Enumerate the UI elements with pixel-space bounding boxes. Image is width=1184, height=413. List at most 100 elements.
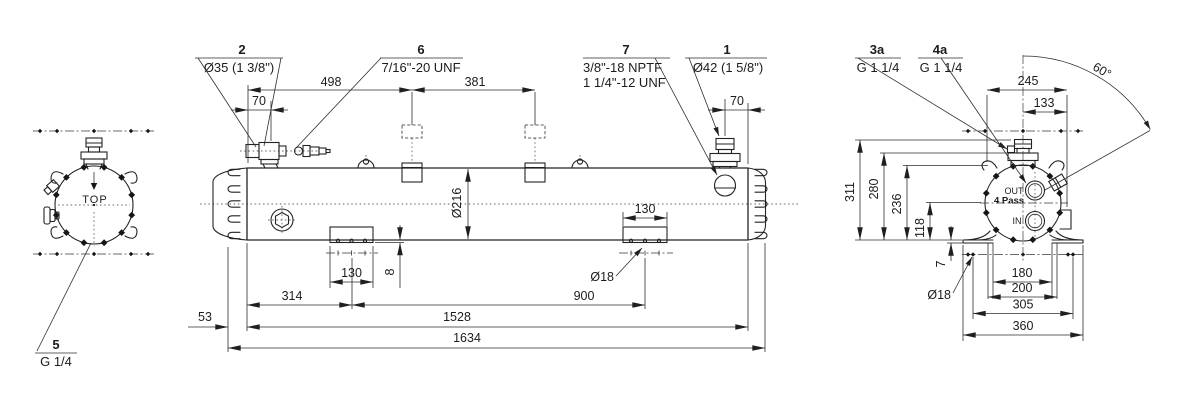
- left-end-view: TOP 5 G 1/4: [33, 128, 155, 369]
- ear-top-right: [124, 171, 138, 184]
- angle-radial-line: [1044, 130, 1151, 191]
- in-port: [1024, 210, 1046, 232]
- in-label: IN: [1013, 216, 1022, 226]
- foot-plate-right: [1051, 239, 1084, 244]
- bottom-ext-right-view: [962, 243, 1084, 341]
- side-plug-left: [43, 206, 60, 225]
- callout2-number: 2: [238, 42, 245, 57]
- dim-216: Ø216: [450, 188, 464, 219]
- dim-130-right: 130: [635, 202, 656, 216]
- dim-381: 381: [465, 75, 486, 89]
- callout-7: 7 3/8"-18 NPTF 1 1/4"-12 UNF: [583, 42, 718, 176]
- top-boss-1: [401, 124, 423, 183]
- callout5-leader: [36, 242, 92, 352]
- callout4a-label: G 1 1/4: [920, 60, 963, 75]
- dim-900: 900: [574, 289, 595, 303]
- callout-4a: 4a G 1 1/4: [918, 42, 1027, 184]
- end-cap-flange-circle: [54, 165, 134, 245]
- dim-314: 314: [282, 289, 303, 303]
- dia18-leader-right: [952, 256, 973, 294]
- angled-plug: [43, 178, 61, 196]
- top-orientation-label: TOP: [82, 194, 107, 206]
- callout7-number: 7: [622, 42, 629, 57]
- shell-hex-plug: [268, 206, 296, 234]
- dim-70-left: 70: [252, 94, 266, 108]
- dim-360: 360: [1013, 319, 1034, 333]
- right-end-view: OUT 4 Pass IN 311 280 236 118 7 245 133 …: [843, 42, 1151, 341]
- lifting-lug-1: [357, 155, 375, 169]
- callout1-number: 1: [723, 42, 730, 57]
- left-end-cap: [212, 167, 248, 241]
- dim-130-left: 130: [341, 266, 362, 280]
- callout-2: 2 Ø35 (1 3/8"): [195, 42, 283, 148]
- bracket-leg-left: [962, 230, 997, 241]
- callout6-number: 6: [417, 42, 424, 57]
- dim-18-right: Ø18: [927, 288, 951, 302]
- foot-1: [326, 226, 378, 256]
- out-label: OUT: [1005, 186, 1025, 196]
- dim-1634: 1634: [453, 331, 481, 345]
- center-mark: [92, 203, 96, 207]
- suction-fitting: [709, 137, 741, 169]
- callout5-label: G 1/4: [40, 354, 72, 369]
- angle-arc-60: [1022, 55, 1151, 130]
- right-end-cap: [747, 167, 767, 241]
- dim-53: 53: [198, 310, 212, 324]
- dim-70-right: 70: [730, 94, 744, 108]
- callout-1: 1 Ø42 (1 5/8"): [685, 42, 767, 137]
- dim-311: 311: [843, 182, 857, 202]
- left-view-top-valve: [80, 137, 108, 170]
- callout4a-number: 4a: [933, 42, 948, 57]
- callout-3a: 3a G 1 1/4: [855, 42, 1008, 150]
- dim-280: 280: [867, 179, 881, 200]
- ear-top-left-right-view: [981, 160, 998, 171]
- callout1-label: Ø42 (1 5/8"): [693, 60, 763, 75]
- callout5-number: 5: [52, 337, 59, 352]
- rail-marks-top: [37, 128, 151, 134]
- dim-18-side: Ø18: [590, 270, 614, 284]
- right-cap-bolts: [754, 168, 768, 240]
- callout7-label-line2: 1 1/4"-12 UNF: [583, 75, 666, 90]
- ear-bottom-right: [124, 226, 138, 239]
- dim-245: 245: [1018, 74, 1039, 88]
- left-cap-bolts: [227, 168, 241, 240]
- bottom-extension-lines: [227, 243, 766, 352]
- side-tab-right: [1059, 209, 1072, 230]
- callout3a-number: 3a: [870, 42, 885, 57]
- ear-top-right-right-view: [1048, 160, 1065, 171]
- callout6-label: 7/16"-20 UNF: [381, 60, 460, 75]
- dim-180: 180: [1012, 266, 1033, 280]
- dia18-leader-side: [615, 247, 643, 277]
- callout-6: 6 7/16"-20 UNF: [295, 42, 463, 149]
- foot-2: [619, 226, 673, 256]
- dim-7: 7: [934, 260, 948, 267]
- shell-outline: [246, 167, 749, 241]
- dim-200: 200: [1012, 281, 1033, 295]
- callout3a-label: G 1 1/4: [857, 60, 900, 75]
- top-indicator-arrow: [90, 183, 98, 190]
- right-ext-horizontal: [855, 139, 1011, 241]
- rail-marks-bottom: [37, 251, 151, 257]
- dim-8: 8: [383, 268, 397, 275]
- dim-133: 133: [1034, 96, 1055, 110]
- pass-label: 4 Pass: [994, 196, 1024, 207]
- dim-498: 498: [321, 75, 342, 89]
- bracket-leg-right: [1049, 230, 1084, 241]
- callout2-label: Ø35 (1 3/8"): [204, 60, 274, 75]
- dim-8-ext: [375, 239, 404, 243]
- top-extension-lines: [247, 85, 749, 164]
- top-boss-2: [524, 124, 546, 183]
- foot-plate-left: [962, 239, 994, 244]
- end-plug: [713, 174, 737, 197]
- dim-60deg: 60°: [1090, 60, 1113, 82]
- ear-bottom-left: [50, 226, 64, 239]
- dim-305: 305: [1013, 298, 1034, 312]
- lifting-lug-2: [571, 155, 589, 169]
- ear-top-left: [50, 171, 64, 184]
- side-view: 498 381 70 70 Ø216 130 8 130 Ø18 314 900: [188, 42, 800, 352]
- callout7-label-line1: 3/8"-18 NPTF: [583, 60, 662, 75]
- charging-valve-assembly: [240, 141, 331, 169]
- dim-118: 118: [913, 218, 927, 238]
- out-port: [1024, 180, 1046, 201]
